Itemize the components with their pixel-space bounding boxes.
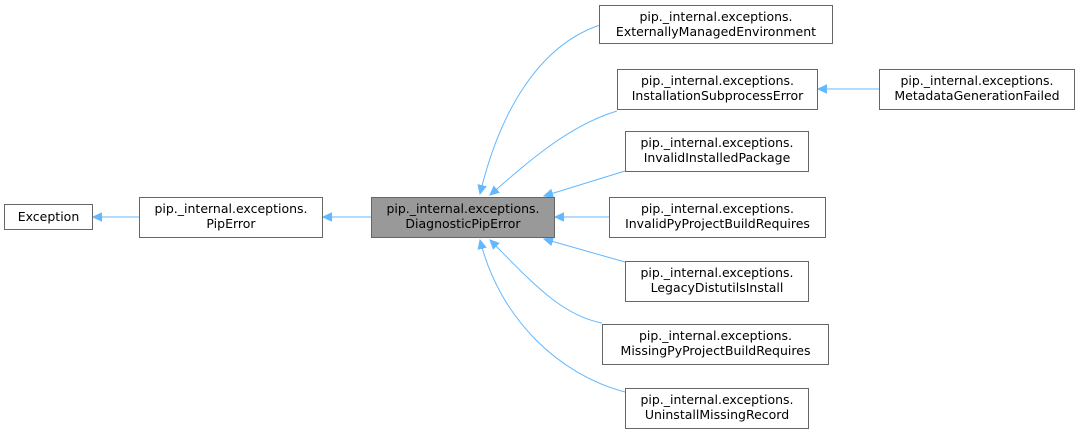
node-installation-line-1: pip._internal.exceptions.	[641, 73, 794, 88]
node-invalid-pyproject-line-1: pip._internal.exceptions.	[641, 201, 794, 216]
node-metadata-line-2: MetadataGenerationFailed	[894, 88, 1059, 103]
node-diagnostic-line-1: pip._internal.exceptions.	[386, 201, 539, 216]
node-diagnostic-line-2: DiagnosticPipError	[405, 216, 521, 231]
node-pip-error-line-2: PipError	[206, 216, 256, 231]
node-metadata-generation-failed[interactable]: pip._internal.exceptions. MetadataGenera…	[879, 69, 1075, 110]
node-installation-line-2: InstallationSubprocessError	[632, 88, 804, 103]
edge-missing-diagnostic	[490, 240, 603, 324]
node-metadata-line-1: pip._internal.exceptions.	[900, 73, 1053, 88]
edge-invalidinstalled-diagnostic	[544, 170, 626, 196]
node-exception-line-1: Exception	[18, 209, 80, 224]
node-diagnostic-pip-error[interactable]: pip._internal.exceptions. DiagnosticPipE…	[371, 197, 555, 238]
node-invalid-installed-line-1: pip._internal.exceptions.	[640, 135, 793, 150]
node-invalid-pyproject-line-2: InvalidPyProjectBuildRequires	[625, 216, 810, 231]
node-externally-line-2: ExternallyManagedEnvironment	[616, 24, 816, 39]
node-installation-subprocess-error[interactable]: pip._internal.exceptions. InstallationSu…	[617, 69, 818, 110]
edge-legacy-diagnostic	[544, 239, 626, 263]
node-uninstall-missing-record[interactable]: pip._internal.exceptions. UninstallMissi…	[625, 388, 809, 429]
edge-installation-diagnostic	[490, 110, 618, 195]
node-invalid-installed-line-2: InvalidInstalledPackage	[644, 150, 791, 165]
node-legacy-distutils-install[interactable]: pip._internal.exceptions. LegacyDistutil…	[625, 261, 809, 302]
edges	[93, 24, 879, 393]
node-exception[interactable]: Exception	[4, 204, 93, 230]
node-missing-line-2: MissingPyProjectBuildRequires	[621, 343, 811, 358]
edge-externally-diagnostic	[480, 24, 601, 194]
node-uninstall-line-2: UninstallMissingRecord	[645, 407, 789, 422]
node-missing-line-1: pip._internal.exceptions.	[639, 328, 792, 343]
node-pip-error-line-1: pip._internal.exceptions.	[154, 201, 307, 216]
node-pip-error[interactable]: pip._internal.exceptions. PipError	[139, 197, 323, 238]
edge-uninstall-diagnostic	[480, 240, 626, 393]
node-invalid-pyproject-build-requires[interactable]: pip._internal.exceptions. InvalidPyProje…	[609, 197, 826, 238]
node-externally-managed-environment[interactable]: pip._internal.exceptions. ExternallyMana…	[599, 5, 833, 44]
node-missing-pyproject-build-requires[interactable]: pip._internal.exceptions. MissingPyProje…	[602, 324, 829, 365]
node-uninstall-line-1: pip._internal.exceptions.	[640, 392, 793, 407]
node-legacy-line-1: pip._internal.exceptions.	[640, 265, 793, 280]
node-legacy-line-2: LegacyDistutilsInstall	[651, 280, 784, 295]
node-externally-line-1: pip._internal.exceptions.	[639, 9, 792, 24]
node-invalid-installed-package[interactable]: pip._internal.exceptions. InvalidInstall…	[625, 131, 809, 172]
